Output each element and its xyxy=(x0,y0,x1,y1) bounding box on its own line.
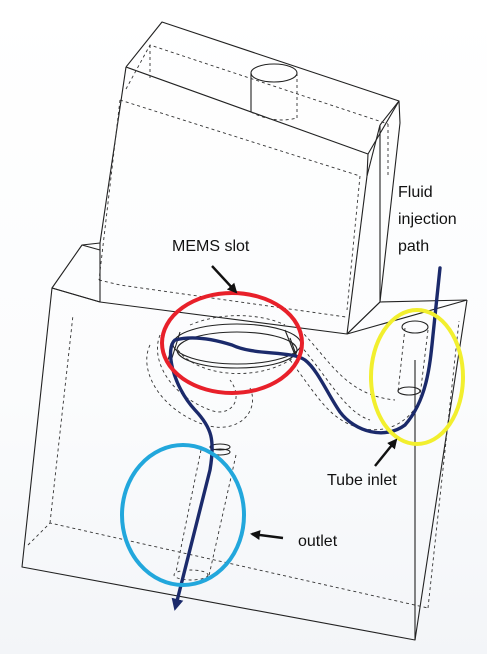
fluid-injection-label-line3: path xyxy=(398,238,430,255)
outlet-label: outlet xyxy=(298,533,338,550)
hidden-edges xyxy=(27,44,460,609)
mems-slot-highlight-circle xyxy=(160,291,304,395)
mems-slot-arrow xyxy=(211,265,238,294)
fluid-path-line xyxy=(168,266,442,611)
inlet-port-ellipse xyxy=(401,320,429,334)
mems-slot-label: MEMS slot xyxy=(172,238,250,255)
fluid-injection-label-line2: injection xyxy=(398,211,457,228)
outlet-highlight-circle xyxy=(120,443,246,587)
tube-inlet-highlight-circle xyxy=(369,308,465,446)
fluid-injection-label-line1: Fluid xyxy=(398,184,433,201)
tube-inlet-arrow xyxy=(374,438,398,467)
tube-inlet-label: Tube inlet xyxy=(327,472,397,489)
inlet-bottom-ellipse xyxy=(397,386,421,396)
outlet-arrow xyxy=(250,530,284,540)
device-body-outline xyxy=(21,21,468,641)
top-port-hole xyxy=(250,63,298,121)
